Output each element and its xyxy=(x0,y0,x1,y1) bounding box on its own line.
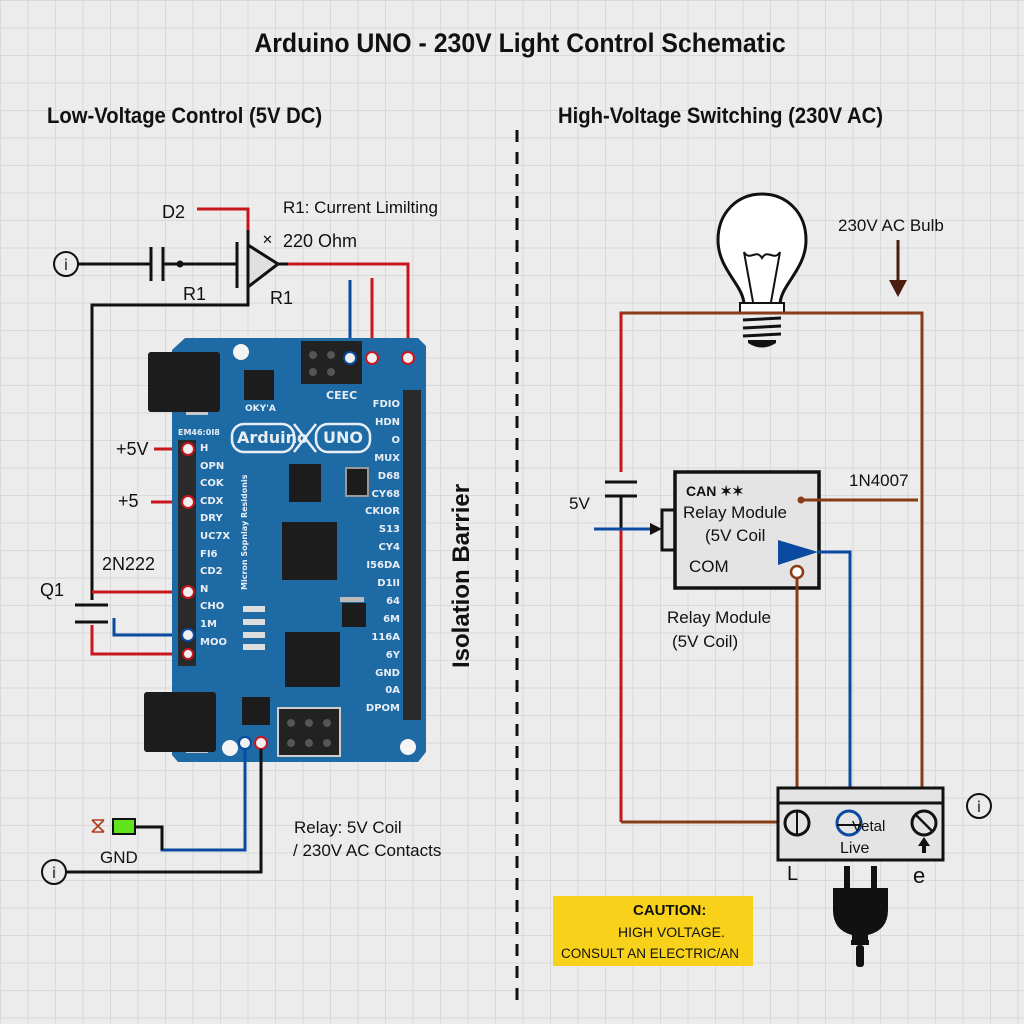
arduino-left-pin-label: CDX xyxy=(200,495,224,507)
page-title: Arduino UNO - 230V Light Control Schemat… xyxy=(254,28,786,58)
supply-5v-symbol xyxy=(605,480,637,530)
header-label: EM46:0I8 xyxy=(178,428,220,437)
relay-note-line1: Relay: 5V Coil xyxy=(294,818,402,837)
arduino-right-pin-label: D1II xyxy=(377,578,400,589)
power-plug-icon xyxy=(833,866,888,967)
arduino-left-pin-label: N xyxy=(200,583,209,595)
transistor-part-label: 2N222 xyxy=(102,554,156,574)
arduino-left-pin-label: OPN xyxy=(200,460,225,472)
caution-box xyxy=(553,896,753,966)
plus5-label: +5 xyxy=(118,491,139,511)
info-icon-terminal[interactable]: i xyxy=(966,793,992,819)
arduino-right-pin-label: 0A xyxy=(385,685,400,697)
section-high-voltage-title: High-Voltage Switching (230V AC) xyxy=(558,103,883,128)
coil-icon xyxy=(91,819,105,833)
isolation-barrier-label: Isolation Barrier xyxy=(448,483,475,668)
svg-text:i: i xyxy=(64,256,68,274)
section-low-voltage-title: Low-Voltage Control (5V DC) xyxy=(47,103,323,128)
arduino-right-pin-label: HDN xyxy=(374,416,400,428)
arduino-right-pin-label: MUX xyxy=(374,452,400,464)
bulb-label: 230V AC Bulb xyxy=(838,216,944,235)
arduino-right-pin-label: CKIOR xyxy=(364,506,400,518)
arduino-uno-board xyxy=(144,338,426,762)
arduino-right-pin-label: O xyxy=(391,434,400,446)
wire-blue-com xyxy=(818,550,852,815)
relay-caption-line2: (5V Coil) xyxy=(672,632,739,651)
diode-label: 1N4007 xyxy=(849,471,909,490)
uno-logo-text: UNO xyxy=(323,428,363,447)
junction-dot xyxy=(176,260,184,268)
wire-output-red xyxy=(288,262,410,352)
arduino-left-pin-label: CD2 xyxy=(200,566,223,578)
arduino-right-pin-label: 6M xyxy=(383,613,400,625)
relay-can-label: CAN ✶✶ xyxy=(686,483,744,499)
led-green-indicator xyxy=(112,818,136,835)
gnd-label: GND xyxy=(100,848,138,867)
arduino-right-pin-label: DPOM xyxy=(365,703,400,715)
arduino-right-pin-label: 64 xyxy=(386,595,400,607)
arduino-left-pin-label: 1M xyxy=(200,619,217,630)
chip-label: OKY'A xyxy=(245,404,276,414)
arduino-left-pin-label: DRY xyxy=(200,513,223,525)
terminal-live-label: Live xyxy=(840,840,870,857)
wire-q1-emitter xyxy=(90,625,188,656)
arduino-left-pin-label: COK xyxy=(200,478,224,490)
wire-q1-base xyxy=(112,618,188,637)
resistance-label: 220 Ohm xyxy=(283,231,358,251)
caution-line3: CONSULT AN ELECTRIC/AN xyxy=(561,946,740,961)
svg-text:i: i xyxy=(977,798,981,816)
arduino-right-pin-label: D68 xyxy=(377,470,400,482)
info-icon-gnd[interactable]: i xyxy=(41,859,67,885)
r1-label-right: R1 xyxy=(270,288,294,308)
arduino-right-pin-label: 116A xyxy=(371,631,400,643)
terminal-l-label: L xyxy=(787,863,799,885)
arduino-right-pin-label: CY4 xyxy=(378,542,400,554)
relay-caption-line1: Relay Module xyxy=(667,608,771,627)
wire-d2 xyxy=(197,207,250,230)
terminal-e-label: e xyxy=(913,863,926,888)
arduino-right-pin-label: FDIO xyxy=(372,399,400,410)
info-icon-input[interactable]: i xyxy=(53,251,79,277)
wire-gnd-blue xyxy=(138,749,247,852)
relay-module-box xyxy=(660,470,821,590)
light-bulb-icon xyxy=(716,192,808,348)
buffer-amplifier-symbol xyxy=(235,242,281,291)
caution-line2: HIGH VOLTAGE. xyxy=(618,924,725,940)
arduino-right-pin-label: I56DA xyxy=(366,560,400,572)
arduino-logo-text: Arduino xyxy=(237,428,308,447)
arduino-right-pin-label: S13 xyxy=(378,524,400,536)
arduino-right-pin-label: 6Y xyxy=(385,649,400,661)
relay-coil-label: (5V Coil xyxy=(705,526,766,545)
ce-marks: CEEC xyxy=(326,389,358,402)
svg-text:i: i xyxy=(52,864,56,882)
arduino-left-pin-label: H xyxy=(200,443,209,454)
arduino-right-pin-label: GND xyxy=(375,667,400,679)
r1-label-left: R1 xyxy=(183,284,207,304)
d2-label: D2 xyxy=(162,202,186,222)
transistor-ref-label: Q1 xyxy=(40,580,65,600)
transistor-q1-symbol xyxy=(75,603,108,624)
cross-mark-icon: ✕ xyxy=(262,232,273,247)
wire-feedback xyxy=(90,287,250,600)
relay-note-line2: / 230V AC Contacts xyxy=(293,841,442,860)
supply-5v-label: 5V xyxy=(569,494,590,513)
terminal-neutral-label: Vetal xyxy=(852,818,886,835)
arduino-left-pin-label: UC7X xyxy=(200,531,231,542)
relay-com-label: COM xyxy=(689,557,729,576)
capacitor-symbol xyxy=(149,247,165,281)
arduino-left-pin-label: FI6 xyxy=(200,548,218,560)
bulb-arrow-icon xyxy=(889,240,907,297)
terminal-block xyxy=(776,786,945,862)
board-vertical-text: Micron Sopnlay Residonis xyxy=(240,474,249,590)
arduino-left-pin-label: MOO xyxy=(200,636,227,648)
wire-gnd-black xyxy=(66,749,263,874)
relay-module-label: Relay Module xyxy=(683,503,787,522)
arduino-left-pin-label: CHO xyxy=(200,601,225,613)
plus5v-label: +5V xyxy=(116,439,149,459)
caution-title: CAUTION: xyxy=(633,902,707,919)
r1-note-label: R1: Current Limilting xyxy=(283,198,438,217)
arduino-right-pin-label: CY68 xyxy=(371,488,401,500)
